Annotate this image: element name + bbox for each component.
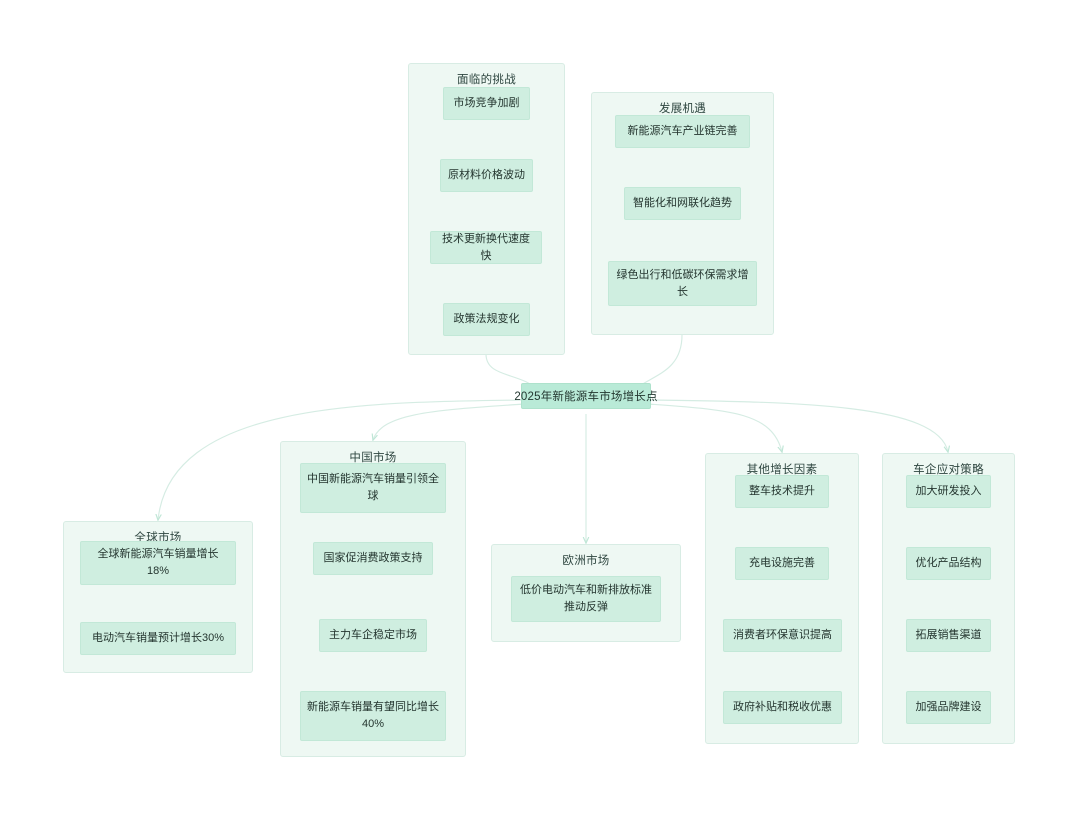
node-challenge-1[interactable]: 市场竞争加剧	[443, 87, 530, 120]
group-title-europe-market: 欧洲市场	[562, 555, 610, 567]
group-title-challenges: 面临的挑战	[457, 74, 516, 86]
node-other-2[interactable]: 充电设施完善	[735, 547, 829, 580]
node-opportunity-1[interactable]: 新能源汽车产业链完善	[615, 115, 750, 148]
node-china-2[interactable]: 国家促消费政策支持	[313, 542, 433, 575]
node-opportunity-3[interactable]: 绿色出行和低碳环保需求增长	[608, 261, 757, 306]
node-oem-2[interactable]: 优化产品结构	[906, 547, 991, 580]
edge-center-to-china	[373, 403, 525, 440]
node-opportunity-2[interactable]: 智能化和网联化趋势	[624, 187, 741, 220]
group-title-other-factors: 其他增长因素	[746, 464, 818, 476]
edge-center-to-oem	[649, 399, 948, 452]
node-challenge-4[interactable]: 政策法规变化	[443, 303, 530, 336]
node-challenge-3[interactable]: 技术更新换代速度快	[430, 231, 542, 264]
edge-center-to-other	[647, 403, 782, 452]
node-global-1[interactable]: 全球新能源汽车销量增长18%	[80, 541, 236, 585]
center-node[interactable]: 2025年新能源车市场增长点	[514, 383, 658, 409]
node-oem-1[interactable]: 加大研发投入	[906, 475, 991, 508]
node-global-2[interactable]: 电动汽车销量预计增长30%	[80, 622, 236, 655]
node-oem-3[interactable]: 拓展销售渠道	[906, 619, 991, 652]
group-title-opportunities: 发展机遇	[658, 103, 707, 115]
edge-opportunities-to-center	[634, 334, 683, 390]
node-challenge-2[interactable]: 原材料价格波动	[440, 159, 533, 192]
node-oem-4[interactable]: 加强品牌建设	[906, 691, 991, 724]
node-europe-1[interactable]: 低价电动汽车和新排放标准推动反弹	[511, 576, 661, 622]
group-title-oem-strategy: 车企应对策略	[913, 464, 984, 476]
node-other-4[interactable]: 政府补贴和税收优惠	[723, 691, 842, 724]
node-china-4[interactable]: 新能源车销量有望同比增长40%	[300, 691, 446, 741]
group-title-china-market: 中国市场	[349, 452, 397, 464]
node-other-3[interactable]: 消费者环保意识提高	[723, 619, 842, 652]
node-other-1[interactable]: 整车技术提升	[735, 475, 829, 508]
node-china-3[interactable]: 主力车企稳定市场	[319, 619, 427, 652]
node-china-1[interactable]: 中国新能源汽车销量引领全球	[300, 463, 446, 513]
